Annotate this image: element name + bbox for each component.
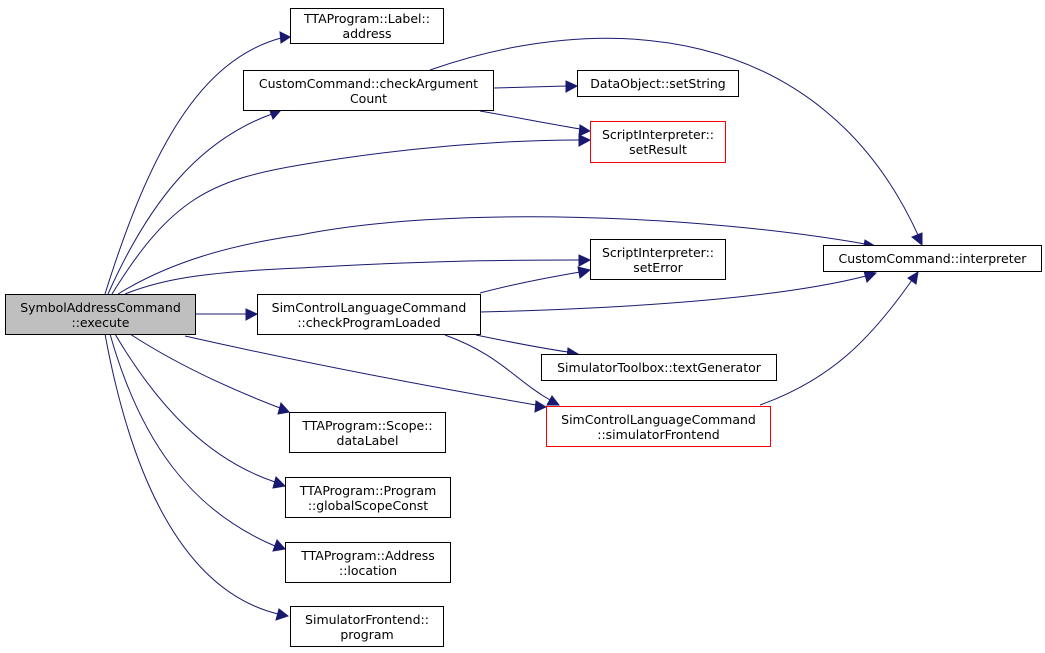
edge-execute-to-simulator-frontend — [184, 335, 537, 406]
arrowhead-set-error-from-check-program — [577, 266, 592, 279]
edge-execute-to-frontend-program — [104, 333, 279, 615]
node-label-line1: ScriptInterpreter:: — [601, 127, 715, 142]
edge-check-argument-count-to-interpreter — [429, 37, 919, 236]
edge-check-program-loaded-to-text-generator — [475, 334, 569, 353]
edge-execute-to-check-argument-count — [107, 113, 273, 295]
edge-execute-to-address-location — [109, 333, 276, 547]
node-label-line2: Count — [349, 90, 388, 106]
node-label-line1: SimControlLanguageCommand — [271, 299, 467, 315]
node-label-line1: DataObject::setString — [590, 76, 726, 91]
arrowhead-interpreter-from-simulator-frontend — [907, 271, 919, 285]
node-frontend-program[interactable]: SimulatorFrontend:: program — [290, 606, 444, 647]
edge-simulator-frontend-to-interpreter — [759, 279, 913, 406]
arrowhead-set-result-from-execute — [578, 134, 592, 147]
node-label-line1: SimControlLanguageCommand — [561, 411, 756, 427]
arrowhead-set-error-from-execute — [578, 254, 592, 267]
edge-execute-to-interpreter — [117, 216, 866, 295]
edge-check-program-loaded-to-simulator-frontend — [444, 334, 551, 401]
node-custom-command-interpreter[interactable]: CustomCommand::interpreter — [823, 245, 1042, 272]
node-label-line1: TTAProgram::Program — [299, 482, 437, 498]
node-label-line2: ::execute — [71, 314, 130, 330]
node-label-line2: dataLabel — [336, 432, 399, 448]
node-label-line1: SymbolAddressCommand — [20, 299, 181, 315]
node-script-set-result[interactable]: ScriptInterpreter:: setResult — [590, 121, 726, 163]
node-label-line2: setResult — [629, 142, 687, 157]
node-simulator-frontend[interactable]: SimControlLanguageCommand ::simulatorFro… — [546, 406, 771, 447]
arrowhead-address-location — [272, 539, 286, 552]
arrowhead-label-address — [279, 31, 291, 44]
node-program-global-scope[interactable]: TTAProgram::Program ::globalScopeConst — [285, 477, 451, 518]
edge-execute-to-label-address — [104, 37, 282, 295]
node-check-program-loaded[interactable]: SimControlLanguageCommand ::checkProgram… — [257, 294, 481, 335]
node-label-line1: TTAProgram::Label:: — [304, 11, 430, 26]
node-label-line1: TTAProgram::Scope:: — [302, 417, 433, 433]
node-label-address[interactable]: TTAProgram::Label:: address — [290, 8, 444, 44]
node-label-line2: ::globalScopeConst — [307, 497, 429, 513]
node-label-line1: ScriptInterpreter:: — [601, 244, 715, 260]
node-scope-data-label[interactable]: TTAProgram::Scope:: dataLabel — [289, 412, 446, 453]
node-address-location[interactable]: TTAProgram::Address ::location — [285, 542, 451, 583]
node-symbol-address-execute: SymbolAddressCommand ::execute — [5, 294, 196, 335]
arrowhead-global-scope — [272, 476, 287, 489]
edge-check-argument-count-to-set-result — [479, 110, 581, 130]
edge-execute-to-global-scope — [114, 333, 276, 483]
arrowhead-interpreter-from-check-program — [863, 270, 878, 283]
node-label-line2: ::checkProgramLoaded — [297, 314, 441, 330]
edge-check-program-loaded-to-set-error — [479, 271, 581, 294]
node-text-generator[interactable]: SimulatorToolbox::textGenerator — [541, 354, 777, 381]
edge-execute-to-set-result — [111, 139, 581, 295]
node-label-line1: CustomCommand::interpreter — [838, 251, 1027, 266]
arrowhead-interpreter-from-check-argument — [911, 232, 923, 247]
edge-execute-to-scope-data-label — [129, 333, 281, 409]
arrowhead-scope-data-label — [277, 401, 290, 415]
node-label-line2: setError — [633, 259, 683, 275]
node-label-line1: CustomCommand::checkArgument — [258, 75, 479, 91]
node-label-line2: address — [342, 26, 392, 41]
node-label-line1: SimulatorFrontend:: — [305, 611, 429, 627]
node-data-object-set-string[interactable]: DataObject::setString — [577, 70, 739, 97]
arrowhead-set-result-from-check-argument — [578, 124, 592, 137]
node-label-line1: SimulatorToolbox::textGenerator — [557, 360, 761, 375]
node-script-set-error[interactable]: ScriptInterpreter:: setError — [590, 239, 726, 280]
node-label-line2: program — [340, 626, 394, 642]
arrowhead-frontend-program — [275, 608, 290, 621]
node-check-argument-count[interactable]: CustomCommand::checkArgument Count — [243, 70, 494, 111]
edge-execute-to-set-error — [124, 259, 581, 295]
arrowhead-simulator-frontend-from-check-program — [546, 395, 561, 406]
node-label-line1: TTAProgram::Address — [301, 547, 435, 563]
arrowhead-check-program-loaded — [245, 308, 259, 321]
node-label-line2: ::location — [338, 562, 398, 578]
node-label-line2: ::simulatorFrontend — [597, 426, 720, 442]
arrowhead-set-string — [565, 80, 579, 93]
arrowhead-simulator-frontend-from-execute — [534, 400, 548, 413]
edge-check-argument-count-to-set-string — [493, 85, 568, 89]
edge-check-program-loaded-to-interpreter — [479, 275, 867, 313]
